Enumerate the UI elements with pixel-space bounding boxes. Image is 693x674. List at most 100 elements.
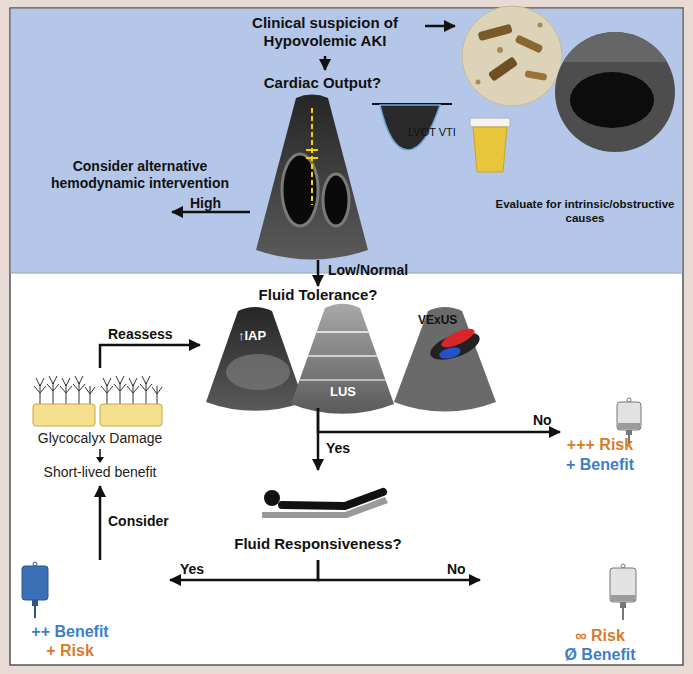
outcome-box: ++ Benefit+ Risk [20, 560, 170, 660]
cell-dot [497, 47, 503, 53]
doppler-blue [438, 345, 462, 360]
bladder-ultrasound [555, 32, 675, 152]
edge-label: No [447, 561, 466, 578]
connector-arrow [318, 560, 480, 580]
small-arrow [99, 449, 101, 458]
measure-tick [306, 149, 318, 151]
cast-shape [515, 34, 544, 53]
decision-box: Fluid Responsiveness? [218, 470, 418, 560]
node-text: +++ Risk [560, 435, 640, 454]
ultrasound-field [555, 32, 675, 152]
bag-hanger [627, 398, 631, 402]
bag-tube [622, 608, 624, 620]
iv-bag-empty [610, 564, 636, 620]
cup-body [473, 127, 507, 172]
connector-arrow [172, 211, 250, 214]
edge-label: Consider [108, 513, 169, 530]
doppler-red [439, 325, 477, 351]
measure-tick [306, 157, 318, 159]
connector-arrow [100, 345, 200, 368]
urine-microscopy [462, 6, 562, 106]
image-caption: LUS [330, 384, 356, 400]
image-caption: VExUS [418, 313, 457, 327]
a-line [285, 331, 400, 333]
connector-arrow [99, 486, 102, 560]
node-text: Evaluate for intrinsic/obstructive cause… [490, 198, 680, 226]
top-band [11, 9, 683, 273]
heart-chamber [323, 174, 349, 226]
a-line [285, 355, 400, 357]
node-text: Clinical suspicion of Hypovolemic AKI [227, 14, 423, 50]
vessel-shape [427, 327, 483, 365]
glycocalyx-figure [33, 376, 162, 463]
node-text: Fluid Responsiveness? [218, 535, 418, 553]
evaluation-box: Evaluate for intrinsic/obstructive cause… [455, 8, 670, 230]
edge-label: High [190, 195, 221, 212]
connector-arrow [317, 408, 320, 470]
connector-arrow [318, 408, 560, 432]
node-text: Glycocalyx Damage [15, 430, 185, 447]
bag-fluid [618, 423, 640, 429]
note-box: Glycocalyx DamageShort-lived benefit [15, 368, 185, 486]
outcome-box: +++ Risk+ Benefit [560, 395, 670, 477]
bag-body [617, 402, 641, 430]
cup-lid [470, 118, 510, 127]
measure-line [311, 108, 313, 205]
node-text: Fluid Tolerance? [200, 286, 436, 304]
bag-body [22, 566, 48, 600]
edge-label: Reassess [108, 326, 173, 343]
node-text: ++ Benefit [20, 622, 120, 641]
organ-shape [226, 354, 290, 390]
ultrasound-fan [394, 307, 496, 411]
cast-shape [524, 70, 547, 81]
ultrasound-fan [291, 304, 394, 414]
echo-fan [256, 95, 368, 260]
microscopy-field [462, 6, 562, 106]
bag-hanger [621, 564, 625, 568]
connector-arrow [170, 560, 318, 580]
bag-body [610, 568, 636, 602]
node-text: Cardiac Output? [250, 74, 395, 92]
connector-arrow [425, 25, 455, 28]
connector-arrow [317, 260, 320, 286]
small-arrowhead [96, 457, 104, 463]
ultrasound-fan [206, 307, 304, 411]
node-text: ∞ Risk [540, 626, 660, 645]
edge-label: Yes [180, 561, 204, 578]
iv-bag-full [22, 562, 48, 618]
image-caption: LVOT VTI [408, 126, 456, 139]
person-head [264, 490, 280, 506]
cell-block [100, 404, 162, 426]
node-text: + Benefit [560, 455, 640, 474]
node-text: Short-lived benefit [15, 464, 185, 481]
cell-block [33, 404, 95, 426]
urine-cup [470, 118, 510, 172]
cast-shape [478, 24, 513, 41]
person-body [282, 492, 383, 506]
cell-dot [476, 80, 481, 85]
node-text: + Risk [20, 641, 120, 660]
panel-frame [10, 8, 683, 665]
bag-tube [34, 606, 36, 618]
outcome-box: ∞ RiskØ Benefit [480, 560, 670, 665]
node-text: Ø Benefit [540, 645, 660, 664]
edge-label: No [533, 412, 552, 429]
cast-shape [488, 56, 518, 81]
node-text: Consider alternative hemodynamic interve… [35, 158, 245, 192]
edge-label: Low/Normal [328, 262, 408, 279]
connector-arrow [324, 56, 327, 70]
bag-neck [32, 600, 38, 606]
bag-neck [626, 430, 632, 435]
start-box: Clinical suspicion of Hypovolemic AKI [225, 12, 425, 56]
decision-box: Cardiac Output? [250, 70, 465, 260]
cardiac-echo [256, 95, 368, 260]
vexus-ultrasound [394, 307, 496, 411]
image-caption: ↑IAP [238, 328, 266, 344]
bag-fluid [611, 595, 635, 601]
bag-hanger [33, 562, 37, 566]
leg-raise-figure [262, 490, 388, 518]
bag-neck [620, 602, 626, 608]
tissue-band [555, 32, 675, 62]
